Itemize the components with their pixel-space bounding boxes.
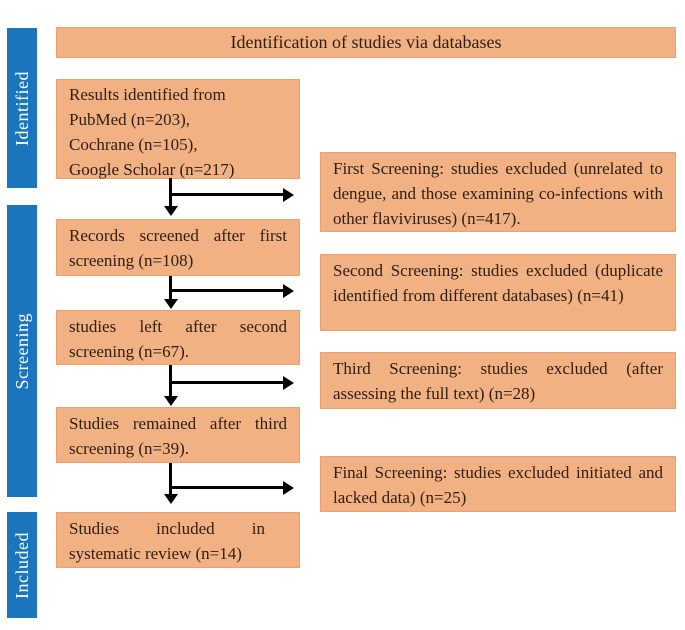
box-results-identified: Results identified from PubMed (n=203), … <box>56 79 300 179</box>
box-studies-left-second: studies left after second screening (n=6… <box>56 310 300 365</box>
arrow-right-head-icon <box>283 376 294 390</box>
arrow-down-line-icon <box>169 276 172 299</box>
phase-bar-identified: Identified <box>7 28 37 188</box>
arrow-right-head-icon <box>283 284 294 298</box>
phase-label-included: Included <box>11 531 32 599</box>
arrow-down-head-icon <box>164 494 178 504</box>
box-second-screening-excluded: Second Screening: studies excluded (dupl… <box>320 254 676 331</box>
box-studies-included: Studies included in systematic review (n… <box>56 512 300 568</box>
arrow-right-line-icon <box>169 486 283 489</box>
arrow-right-line-icon <box>169 289 283 292</box>
arrow-down-head-icon <box>164 206 178 216</box>
arrow-down-line-icon <box>169 178 172 206</box>
arrow-right-line-icon <box>169 193 283 196</box>
diagram-title: Identification of studies via databases <box>230 32 502 52</box>
arrow-right-line-icon <box>169 381 283 384</box>
box-first-screening-excluded: First Screening: studies excluded (unrel… <box>320 152 676 232</box>
arrow-right-head-icon <box>283 481 294 495</box>
box-third-screening-excluded: Third Screening: studies excluded (after… <box>320 352 676 409</box>
arrow-down-line-icon <box>169 365 172 396</box>
phase-label-identified: Identified <box>11 70 32 146</box>
box-records-screened-first: Records screened after first screening (… <box>56 219 300 276</box>
arrow-down-head-icon <box>164 299 178 309</box>
arrow-down-head-icon <box>164 396 178 406</box>
phase-bar-screening: Screening <box>7 205 37 497</box>
arrow-right-head-icon <box>283 188 294 202</box>
phase-label-screening: Screening <box>11 312 32 390</box>
arrow-down-line-icon <box>169 463 172 494</box>
box-final-screening-excluded: Final Screening: studies excluded initia… <box>320 456 676 512</box>
phase-bar-included: Included <box>7 512 37 618</box>
box-studies-remained-third: Studies remained after third screening (… <box>56 407 300 463</box>
diagram-title-box: Identification of studies via databases <box>56 27 676 58</box>
